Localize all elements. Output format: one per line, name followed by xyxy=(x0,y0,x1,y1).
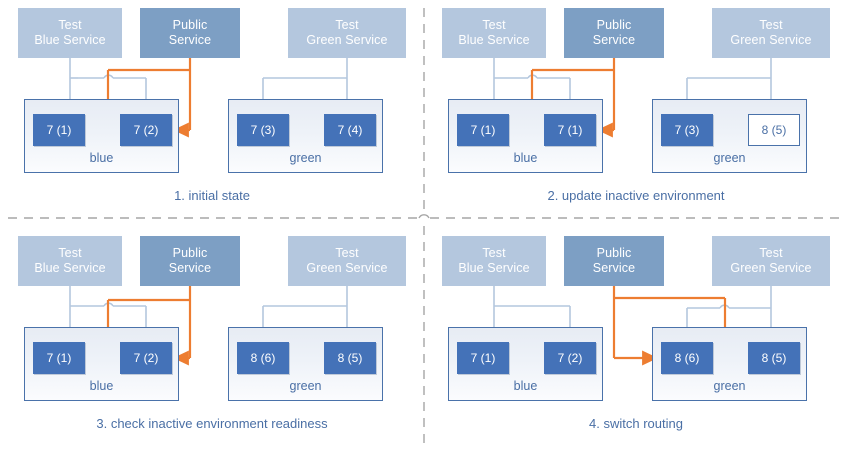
instance-green-1: 7 (3) xyxy=(661,114,713,146)
service-label-line2: Blue Service xyxy=(34,261,106,275)
instance-blue-1: 7 (1) xyxy=(33,114,85,146)
service-label-line2: Service xyxy=(592,33,636,47)
service-label-line1: Public xyxy=(596,18,632,32)
instance-green-1: 7 (3) xyxy=(237,114,289,146)
instance-blue-1: 7 (1) xyxy=(457,114,509,146)
service-label-line1: Public xyxy=(172,18,208,32)
service-label-line2: Green Service xyxy=(730,33,812,47)
service-label-line2: Green Service xyxy=(306,261,388,275)
service-label-line1: Test xyxy=(335,18,359,32)
instance-green-2: 8 (5) xyxy=(748,342,800,374)
environment-label: blue xyxy=(89,151,114,165)
service-label-line1: Public xyxy=(596,246,632,260)
service-label-line1: Public xyxy=(172,246,208,260)
environment-label: green xyxy=(713,151,746,165)
instance-blue-2: 7 (2) xyxy=(120,342,172,374)
instance-blue-2: 7 (1) xyxy=(544,114,596,146)
instance-green-1: 8 (6) xyxy=(237,342,289,374)
instance-blue-2: 7 (2) xyxy=(120,114,172,146)
environment-label: green xyxy=(289,379,322,393)
environment-label: blue xyxy=(513,151,538,165)
instance-green-2: 8 (5) xyxy=(324,342,376,374)
environment-label: blue xyxy=(513,379,538,393)
instance-green-2: 7 (4) xyxy=(324,114,376,146)
service-label-line2: Service xyxy=(592,261,636,275)
panel-caption: 3. check inactive environment readiness xyxy=(96,416,328,431)
service-label-line1: Test xyxy=(759,18,783,32)
service-label-line2: Green Service xyxy=(730,261,812,275)
instance-blue-2: 7 (2) xyxy=(544,342,596,374)
panel-caption: 1. initial state xyxy=(174,188,250,203)
instance-blue-1: 7 (1) xyxy=(457,342,509,374)
service-label-line1: Test xyxy=(58,18,82,32)
panel-caption: 4. switch routing xyxy=(589,416,683,431)
environment-label: green xyxy=(713,379,746,393)
service-label-line1: Test xyxy=(482,246,506,260)
service-label-line1: Test xyxy=(759,246,783,260)
service-label-line1: Test xyxy=(58,246,82,260)
environment-label: green xyxy=(289,151,322,165)
service-label-line2: Blue Service xyxy=(34,33,106,47)
instance-blue-1: 7 (1) xyxy=(33,342,85,374)
service-label-line2: Service xyxy=(168,33,212,47)
service-label-line2: Blue Service xyxy=(458,261,530,275)
service-label-line1: Test xyxy=(335,246,359,260)
instance-green-2: 8 (5) xyxy=(748,114,800,146)
service-label-line1: Test xyxy=(482,18,506,32)
panel-caption: 2. update inactive environment xyxy=(547,188,725,203)
environment-label: blue xyxy=(89,379,114,393)
service-label-line2: Blue Service xyxy=(458,33,530,47)
service-label-line2: Service xyxy=(168,261,212,275)
instance-green-1: 8 (6) xyxy=(661,342,713,374)
service-label-line2: Green Service xyxy=(306,33,388,47)
